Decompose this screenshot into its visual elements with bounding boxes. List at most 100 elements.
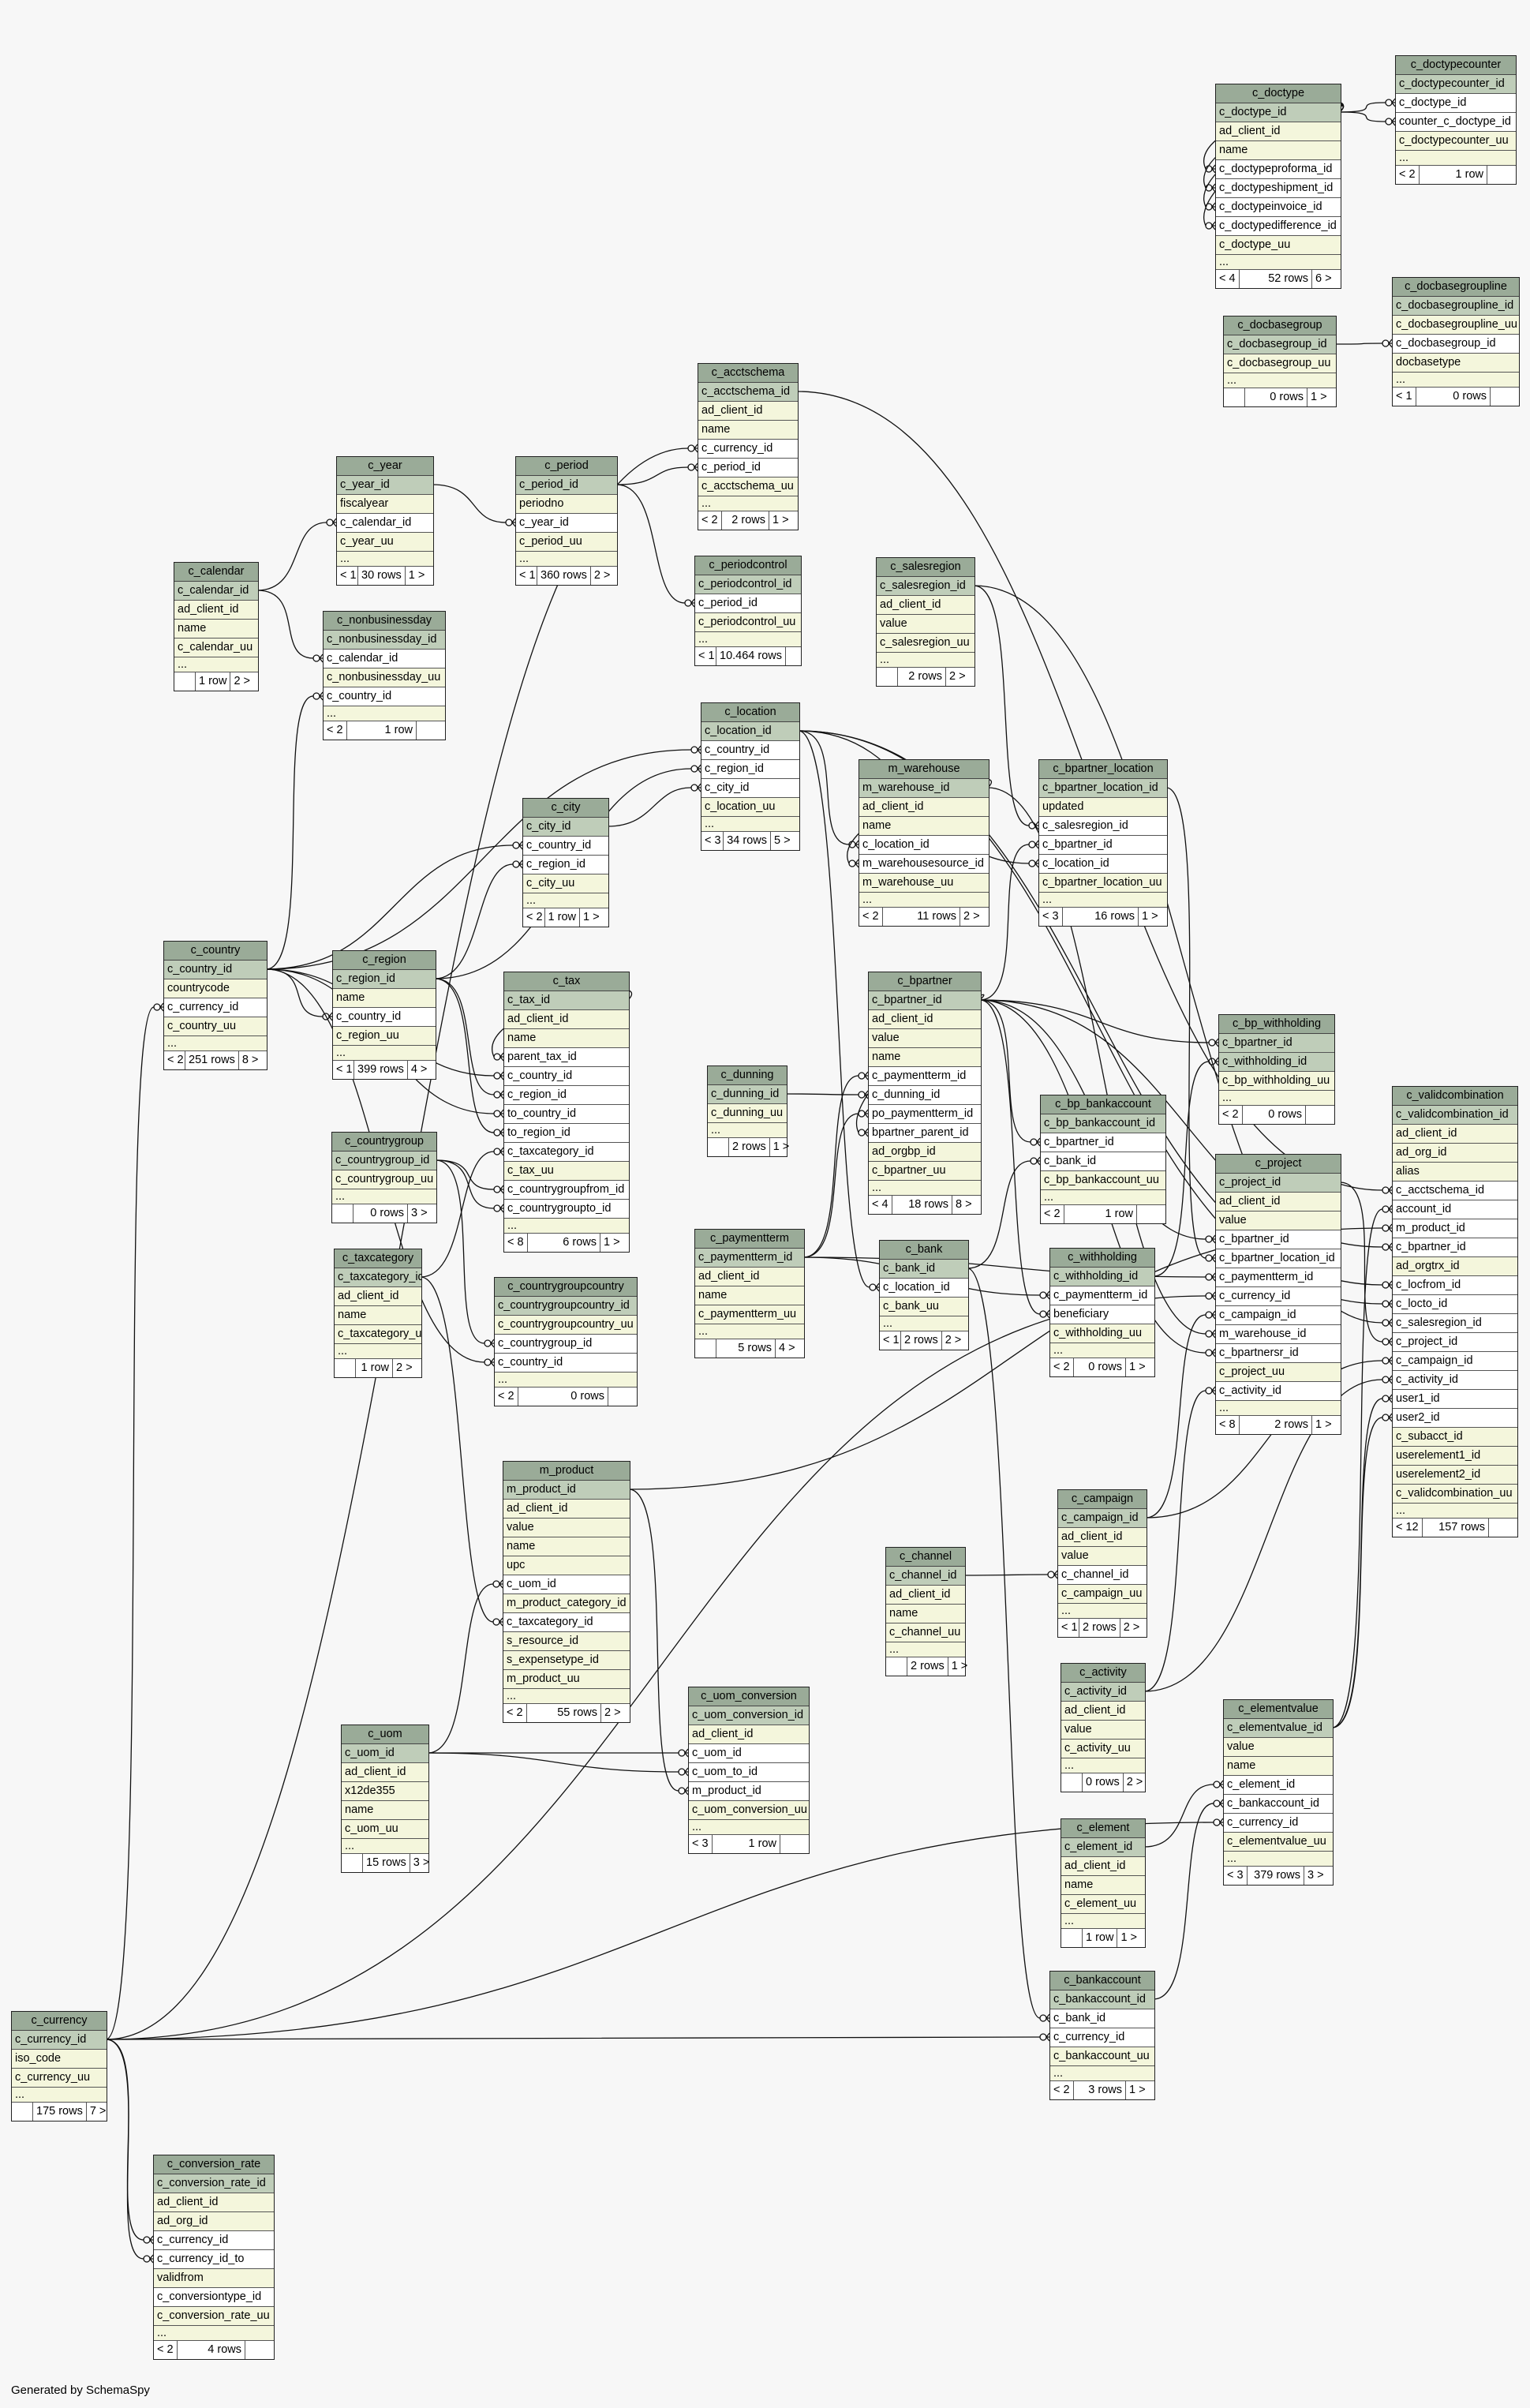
table-parents-count: < 2	[859, 908, 883, 926]
table-row-count: 10.464 rows	[716, 647, 786, 665]
table-parents-count	[12, 2103, 33, 2121]
table-parents-count: < 2	[1219, 1106, 1243, 1124]
table-column: c_bank_uu	[880, 1298, 968, 1316]
table-row-count: 2 rows	[898, 668, 946, 686]
generated-by-footer: Generated by SchemaSpy	[11, 2384, 150, 2397]
relationship-line	[420, 1276, 494, 1623]
table-column: c_bpartner_id	[1039, 836, 1167, 855]
table-row-count: 1 row	[356, 1359, 393, 1377]
table-children-count: 2 >	[949, 670, 966, 683]
table-column: c_uom_uu	[342, 1820, 428, 1839]
table-row-count: 2 rows	[907, 1657, 948, 1676]
relationship-many-marker	[1046, 1290, 1050, 1300]
relationship-line	[105, 2039, 144, 2260]
table-more-columns: ...	[335, 1344, 421, 1359]
relationship-many-marker	[864, 1071, 869, 1080]
table-column: c_countrygroup_id	[332, 1152, 436, 1170]
table-column: account_id	[1393, 1200, 1517, 1219]
table-parents-count: < 2	[1050, 1358, 1074, 1376]
table-column: c_calendar_id	[174, 582, 258, 601]
relationship-optional-marker	[153, 1003, 161, 1011]
table-column: c_location_id	[1039, 855, 1167, 874]
relationship-optional-marker	[312, 654, 320, 662]
table-column: c_taxcategory_id	[503, 1613, 630, 1632]
relationship-line	[798, 730, 850, 845]
relationship-optional-marker	[678, 1768, 686, 1776]
relationship-many-marker	[1391, 117, 1396, 126]
relationship-line	[802, 1113, 859, 1258]
table-header: c_bp_withholding	[1219, 1015, 1334, 1034]
table-column: c_doctypecounter_uu	[1396, 132, 1516, 151]
table-parents-count	[695, 1339, 716, 1358]
relationship-many-marker	[697, 745, 701, 755]
table-header: c_bpartner	[869, 972, 981, 991]
table-more-columns: ...	[701, 817, 799, 832]
relationship-line	[105, 1295, 1206, 2040]
relationship-line	[265, 749, 692, 970]
relationship-many-marker	[1211, 202, 1216, 212]
table-children-count	[608, 1388, 637, 1406]
table-column: name	[333, 989, 436, 1008]
table-header: c_activity	[1061, 1664, 1145, 1683]
table-column: ad_client_id	[342, 1763, 428, 1782]
table-parents-count: < 12	[1393, 1519, 1423, 1537]
table-column: c_bank_id	[1050, 2009, 1154, 2028]
table-children-count: 1 >	[1120, 1931, 1138, 1944]
table-column: c_region_uu	[333, 1027, 436, 1046]
table-column: ad_client_id	[1216, 1193, 1341, 1211]
relationship-many-marker	[697, 783, 701, 792]
table-children-count: 2 >	[593, 569, 611, 582]
table-parents-count: < 2	[503, 1704, 527, 1722]
relationship-optional-marker	[1382, 1186, 1390, 1194]
relationship-optional-marker	[1213, 1818, 1221, 1826]
relationship-optional-marker	[1205, 1254, 1213, 1262]
